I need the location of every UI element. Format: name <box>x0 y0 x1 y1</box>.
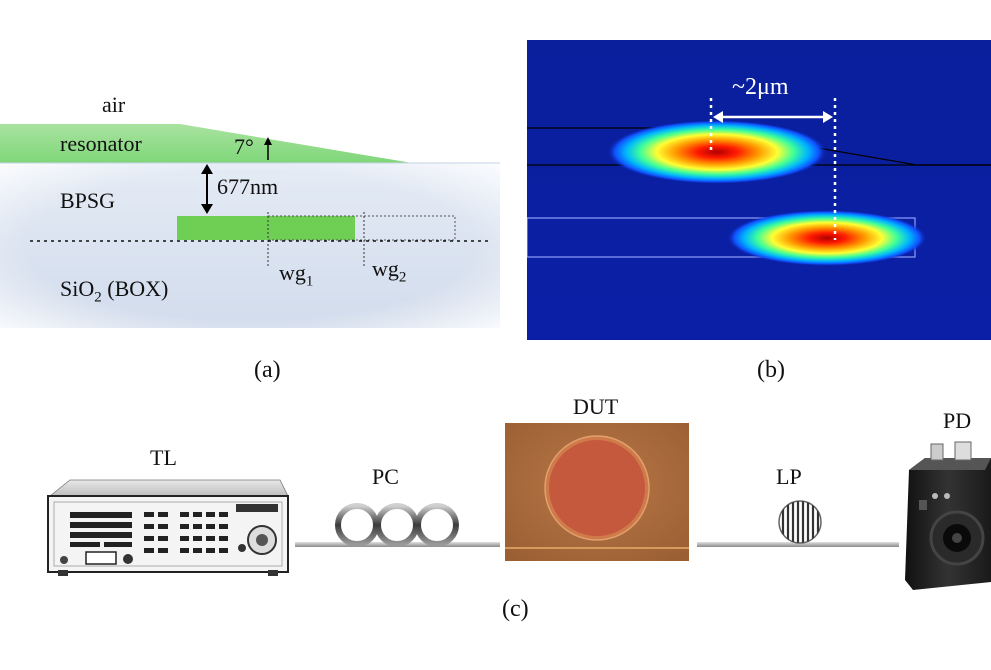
offset-label: ~2μm <box>732 74 789 100</box>
air-label: air <box>102 92 126 117</box>
pd-label: PD <box>943 408 972 433</box>
wg1-label: wg1 <box>279 260 314 290</box>
offset-arrow-left <box>713 111 723 123</box>
caption-a: (a) <box>254 357 281 383</box>
sim-background <box>527 40 991 340</box>
linear-polarizer-icon <box>697 500 899 547</box>
tl-label: TL <box>150 445 177 470</box>
thickness-arrow-bottom <box>201 204 213 214</box>
tunable-laser-icon <box>47 479 289 576</box>
lp-label: LP <box>776 464 802 489</box>
box-label: SiO2 (BOX) <box>60 276 169 306</box>
offset-arrow-right <box>823 111 833 123</box>
thickness-arrow-top <box>201 164 213 174</box>
resonator-wedge <box>0 124 412 163</box>
resonator-label: resonator <box>60 131 142 156</box>
cross-section-diagram <box>0 124 500 328</box>
caption-c: (c) <box>502 596 529 622</box>
dut-label: DUT <box>573 394 619 419</box>
dut-microscope-image <box>505 423 689 561</box>
oxide-fade <box>0 163 500 328</box>
polarization-controller-icon <box>295 503 500 547</box>
bpsg-label: BPSG <box>60 188 116 213</box>
photodetector-icon <box>905 441 991 590</box>
resonator-mode <box>607 120 827 184</box>
waveguide-mode <box>727 210 927 266</box>
angle-label: 7° <box>234 134 254 159</box>
wg2-label: wg2 <box>372 256 407 286</box>
mode-simulation <box>527 40 991 340</box>
waveguide-wg1 <box>177 216 355 240</box>
pc-label: PC <box>372 464 399 489</box>
angle-arrow-head <box>264 137 272 145</box>
caption-b: (b) <box>757 357 785 383</box>
thickness-label: 677nm <box>217 174 279 199</box>
